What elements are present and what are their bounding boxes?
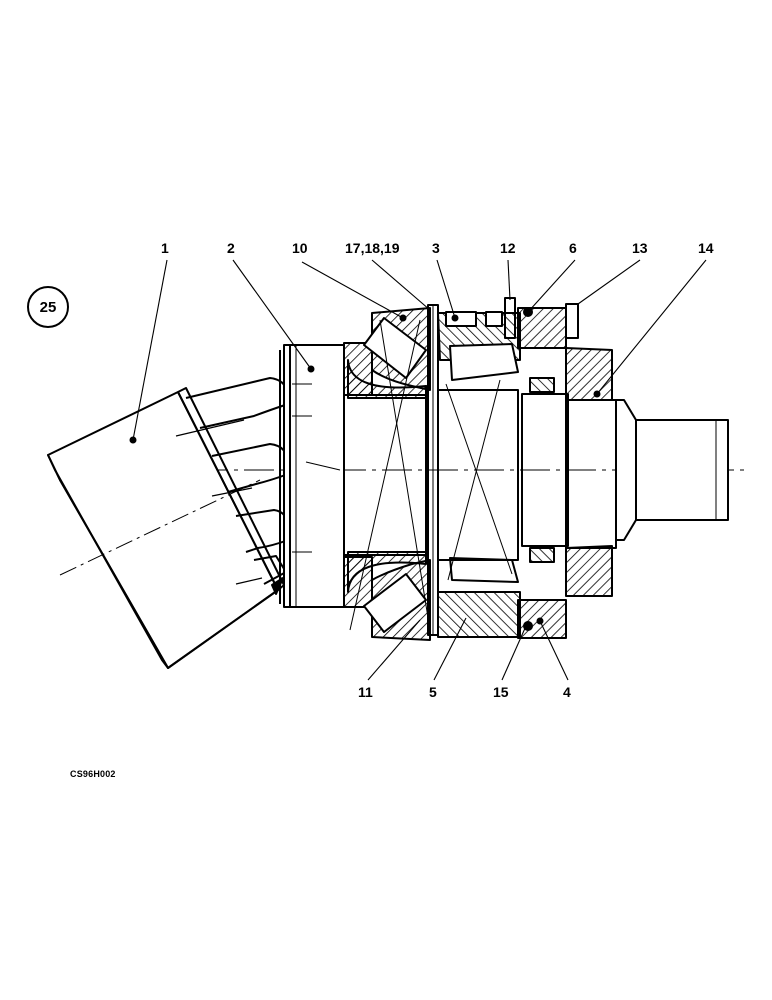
callout-2: 2 [227, 240, 235, 256]
part-2-flange [279, 344, 345, 608]
callout-4: 4 [563, 684, 571, 700]
callout-17-18-19: 17,18,19 [345, 240, 400, 256]
figure-number-badge: 25 [27, 286, 69, 328]
part-4-6-12-15-seal-housing [504, 297, 569, 639]
part-1-motor-block [47, 387, 285, 669]
callout-1: 1 [161, 240, 169, 256]
callout-15: 15 [493, 684, 509, 700]
callout-13: 13 [632, 240, 648, 256]
drawing-code: CS96H002 [70, 769, 116, 779]
leader-lines [132, 259, 707, 681]
callout-3: 3 [432, 240, 440, 256]
callout-11: 11 [358, 684, 373, 700]
callout-10: 10 [292, 240, 308, 256]
callout-14: 14 [698, 240, 714, 256]
callout-12: 12 [500, 240, 516, 256]
figure-number: 25 [39, 298, 57, 316]
output-shaft [615, 399, 729, 541]
callout-5: 5 [429, 684, 437, 700]
part-10-11-bearing-left [349, 307, 431, 641]
part-3-5-inner-bearing [437, 311, 521, 638]
part-13-14-end-cap [565, 303, 617, 597]
callout-6: 6 [569, 240, 577, 256]
